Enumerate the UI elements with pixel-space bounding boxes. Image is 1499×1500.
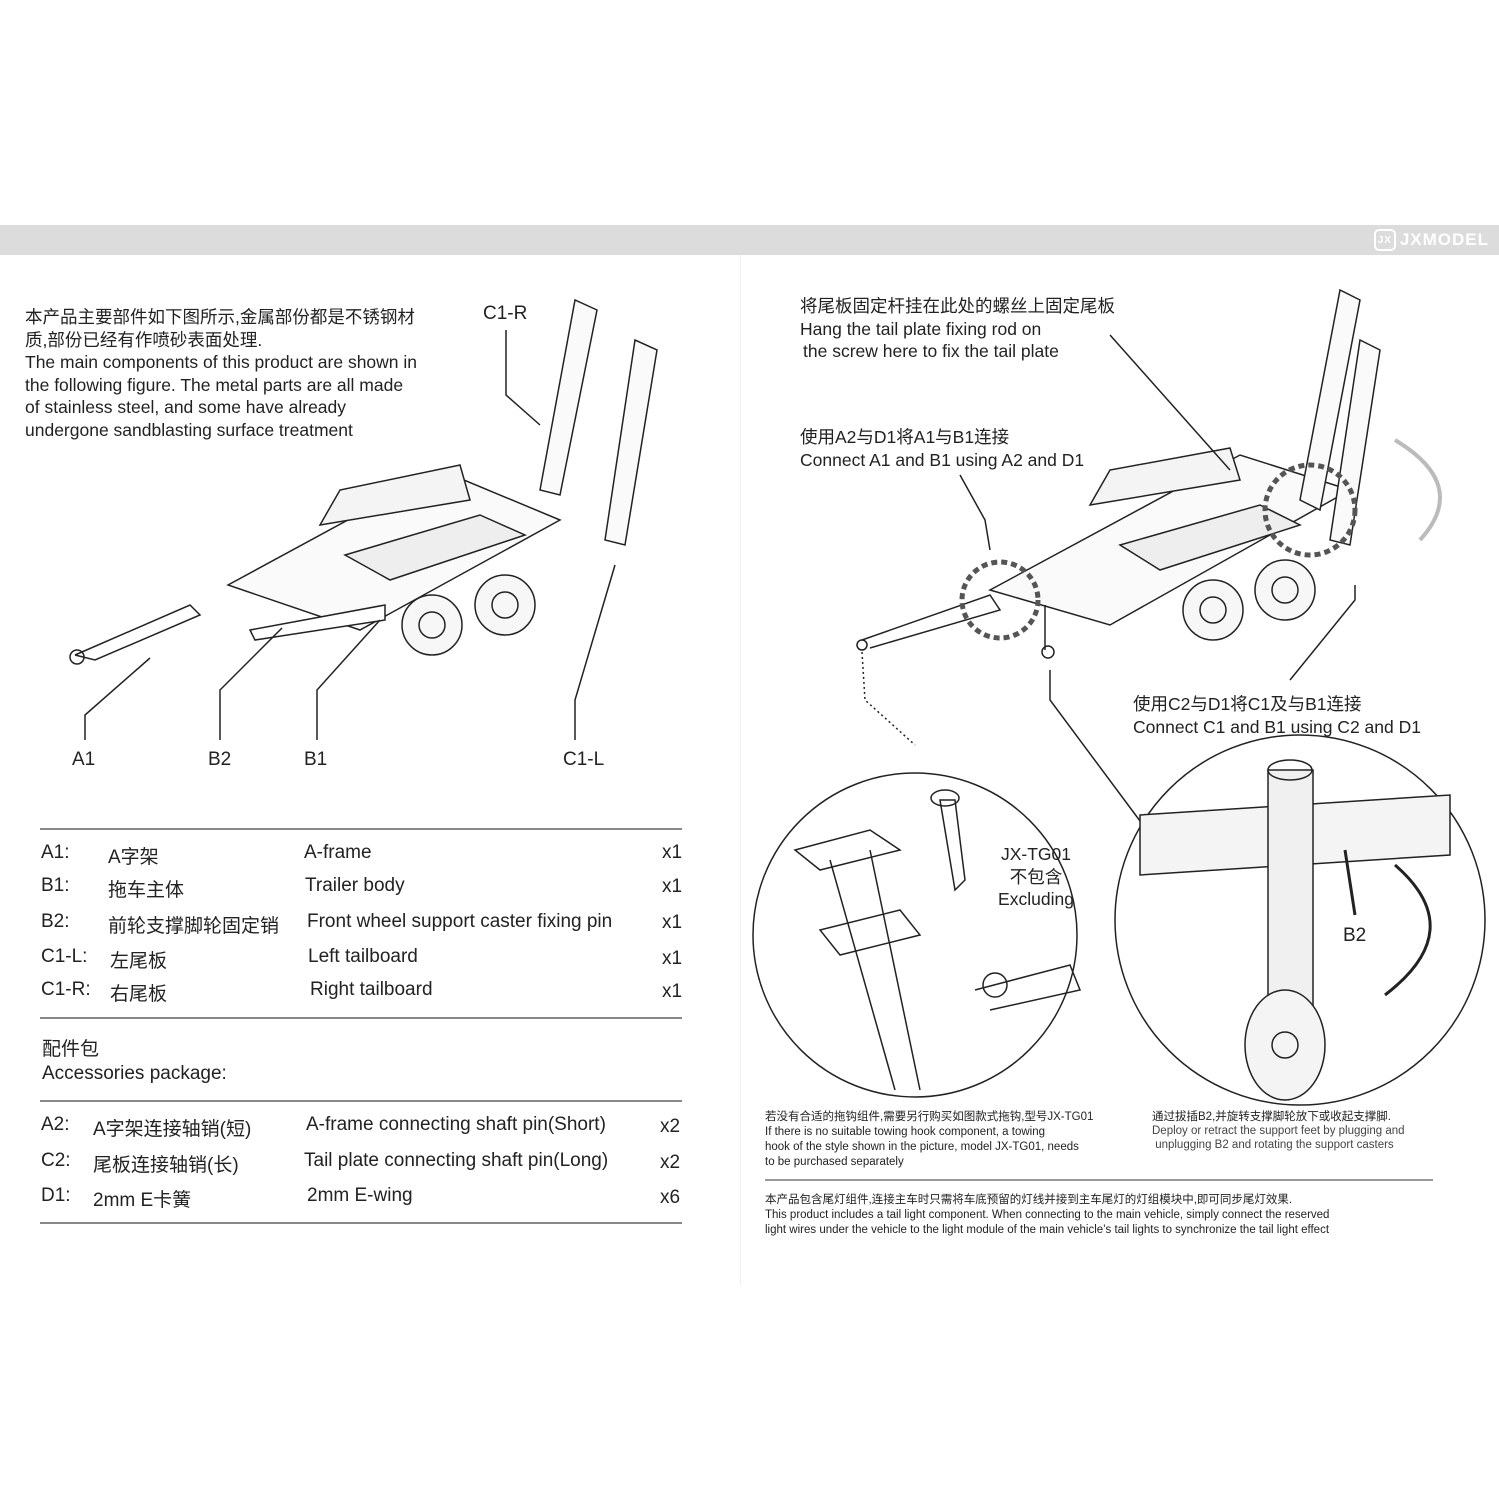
note-line: unplugging B2 and rotating the support c… — [1152, 1139, 1394, 1151]
divider — [40, 828, 682, 830]
part-code: A1: — [41, 842, 70, 863]
part-cn: 拖车主体 — [108, 880, 185, 901]
part-code: C1-L: — [41, 946, 88, 967]
intro-text: 本产品主要部件如下图所示,金属部份都是不锈钢材 质,部份已经有作喷砂表面处理. … — [25, 306, 417, 442]
logo-text: JXMODEL — [1399, 230, 1489, 249]
callout-a1: A1 — [72, 749, 96, 770]
divider — [40, 1017, 682, 1019]
part-en: Front wheel support caster fixing pin — [307, 911, 613, 932]
left-trailer-drawing — [69, 298, 658, 740]
part-code: B1: — [41, 875, 70, 896]
right-trailer-drawing — [752, 288, 1486, 1106]
acc-qty: x2 — [660, 1116, 681, 1137]
hook-model: JX-TG01 — [1000, 844, 1072, 864]
divider — [40, 1100, 682, 1102]
intro-en-line: The main components of this product are … — [25, 352, 418, 373]
logo-icon: JX — [1373, 229, 1396, 251]
acc-code: C2: — [41, 1150, 71, 1171]
page-divider — [740, 255, 741, 1285]
intro-en-line: of stainless steel, and some have alread… — [25, 397, 347, 418]
accessories-en: Accessories package: — [42, 1063, 227, 1084]
callout-c1r: C1-R — [483, 303, 528, 324]
callout-b1: B1 — [304, 749, 328, 770]
callout-b2-detail: B2 — [1343, 925, 1367, 946]
acc-en: Tail plate connecting shaft pin(Long) — [304, 1150, 609, 1171]
a-frame-note: 使用A2与D1将A1与B1连接 Connect A1 and B1 using … — [800, 426, 1084, 471]
acc-cn: 2mm E卡簧 — [93, 1190, 192, 1211]
part-qty: x1 — [662, 912, 683, 933]
accessories-table: A2: A字架连接轴销(短) A-frame connecting shaft … — [41, 1114, 683, 1214]
hook-en: Excluding — [998, 889, 1074, 910]
part-cn: 前轮支撑脚轮固定销 — [108, 916, 280, 937]
acc-code: D1: — [41, 1185, 71, 1206]
c-en: Connect C1 and B1 using C2 and D1 — [1133, 716, 1421, 737]
a-cn: 使用A2与D1将A1与B1连接 — [800, 427, 1010, 447]
tailboard-note: 使用C2与D1将C1及与B1连接 Connect C1 and B1 using… — [1133, 693, 1421, 738]
intro-cn-line: 本产品主要部件如下图所示,金属部份都是不锈钢材 — [25, 307, 415, 327]
intro-en-line: the following figure. The metal parts ar… — [25, 374, 404, 395]
acc-qty: x6 — [660, 1187, 681, 1208]
part-qty: x1 — [662, 948, 683, 969]
note-line: 若没有合适的拖钩组件,需要另行购买如图款式拖钩,型号JX-TG01 — [765, 1111, 1094, 1123]
accessories-heading: 配件包 Accessories package: — [42, 1038, 227, 1086]
part-cn: 右尾板 — [110, 984, 168, 1005]
part-en: A-frame — [304, 842, 372, 863]
part-cn: 左尾板 — [110, 951, 168, 972]
c-cn: 使用C2与D1将C1及与B1连接 — [1133, 694, 1362, 714]
a-en: Connect A1 and B1 using A2 and D1 — [800, 449, 1085, 470]
note-line: This product includes a tail light compo… — [765, 1209, 1330, 1221]
tail-rod-note: 将尾板固定杆挂在此处的螺丝上固定尾板 Hang the tail plate f… — [800, 295, 1115, 363]
part-code: B2: — [41, 911, 70, 932]
part-qty: x1 — [662, 981, 683, 1002]
hook-cn: 不包含 — [1009, 866, 1063, 887]
part-en: Right tailboard — [310, 979, 433, 1000]
note-line: Deploy or retract the support feet by pl… — [1152, 1125, 1405, 1137]
acc-en: 2mm E-wing — [307, 1185, 413, 1206]
acc-cn: 尾板连接轴销(长) — [93, 1155, 239, 1176]
part-qty: x1 — [662, 876, 683, 897]
b2-note: 通过拔插B2,并旋转支撑脚轮放下或收起支撑脚. Deploy or retrac… — [1152, 1110, 1405, 1152]
part-en: Left tailboard — [308, 946, 418, 967]
intro-cn-line: 质,部份已经有作喷砂表面处理. — [25, 329, 263, 350]
acc-cn: A字架连接轴销(短) — [93, 1119, 252, 1140]
callout-c1l: C1-L — [563, 749, 605, 770]
intro-en-line: undergone sandblasting surface treatment — [25, 419, 353, 440]
tail-light-note: 本产品包含尾灯组件,连接主车时只需将车底预留的灯线并接到主车尾灯的灯组模块中,即… — [765, 1193, 1329, 1238]
acc-en: A-frame connecting shaft pin(Short) — [306, 1114, 606, 1135]
part-en: Trailer body — [305, 875, 405, 896]
header-band — [0, 225, 1499, 255]
part-qty: x1 — [662, 842, 683, 863]
accessories-cn: 配件包 — [42, 1039, 100, 1060]
hook-note: 若没有合适的拖钩组件,需要另行购买如图款式拖钩,型号JX-TG01 If the… — [765, 1110, 1093, 1170]
part-code: C1-R: — [41, 979, 91, 1000]
note-line: 通过拔插B2,并旋转支撑脚轮放下或收起支撑脚. — [1152, 1111, 1391, 1123]
tail-en-line: the screw here to fix the tail plate — [803, 341, 1059, 362]
parts-table: A1: A字架 A-frame x1 B1: 拖车主体 Trailer body… — [41, 842, 683, 1012]
divider — [40, 1222, 682, 1224]
acc-qty: x2 — [660, 1152, 681, 1173]
hook-label: JX-TG01 不包含 Excluding — [990, 843, 1082, 911]
acc-code: A2: — [41, 1114, 70, 1135]
note-line: light wires under the vehicle to the lig… — [765, 1224, 1330, 1236]
note-line: hook of the style shown in the picture, … — [765, 1141, 1079, 1153]
note-line: If there is no suitable towing hook comp… — [765, 1126, 1046, 1138]
tail-en-line: Hang the tail plate fixing rod on — [800, 318, 1042, 339]
note-line: 本产品包含尾灯组件,连接主车时只需将车底预留的灯线并接到主车尾灯的灯组模块中,即… — [765, 1194, 1293, 1206]
note-line: to be purchased separately — [765, 1156, 904, 1168]
callout-b2: B2 — [208, 749, 232, 770]
tail-cn: 将尾板固定杆挂在此处的螺丝上固定尾板 — [800, 296, 1115, 316]
divider — [765, 1179, 1433, 1181]
part-cn: A字架 — [108, 847, 159, 868]
